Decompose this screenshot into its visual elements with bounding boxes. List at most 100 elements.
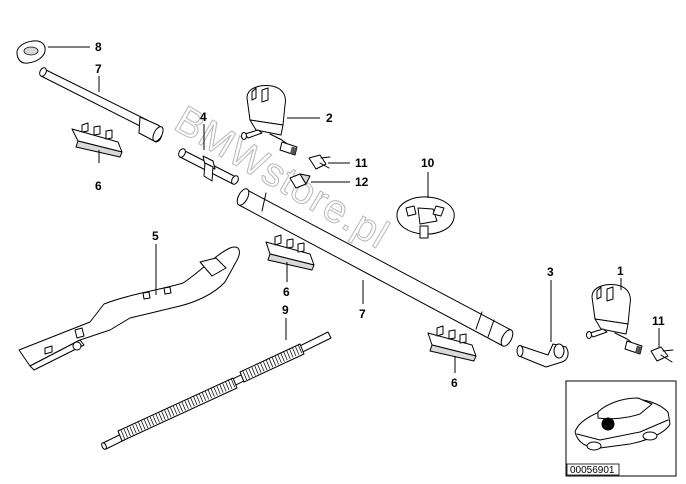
threaded-rod-part-9: [101, 331, 332, 450]
thread-mark: [201, 392, 207, 401]
thread-mark: [289, 348, 294, 358]
callout-2: 2: [326, 111, 333, 125]
thread-mark: [271, 357, 277, 366]
clip-part-6-middle: [265, 234, 315, 271]
callout-7-upper: 7: [95, 62, 102, 76]
thread-mark: [161, 411, 166, 420]
clip-part-6-lower: [427, 325, 477, 362]
thread-mark: [292, 347, 297, 357]
thread-mark: [204, 390, 210, 400]
callout-11-upper: 11: [355, 156, 368, 170]
hose-part-7-long: [236, 188, 514, 347]
thread-mark: [227, 380, 233, 389]
thread-mark: [175, 404, 181, 414]
callout-6-lower: 6: [451, 376, 458, 390]
rod-part-7-upper: [39, 67, 164, 143]
thread-mark: [146, 418, 152, 427]
thread-mark: [245, 369, 250, 379]
callout-12: 12: [355, 175, 369, 189]
thread-mark: [222, 382, 227, 392]
thread-mark: [196, 394, 201, 404]
thread-mark: [248, 368, 253, 378]
elbow-part-3: [516, 343, 569, 368]
thread-mark: [210, 388, 215, 397]
callout-3: 3: [547, 265, 554, 279]
thread-mark: [280, 353, 285, 362]
location-marker: [601, 417, 615, 431]
reference-number: 00056901: [570, 465, 615, 476]
thread-mark: [149, 416, 155, 426]
thread-mark: [158, 412, 163, 422]
thread-mark: [207, 389, 212, 399]
thread-mark: [184, 400, 189, 410]
thread-mark: [225, 381, 230, 391]
callout-6-middle: 6: [283, 285, 290, 299]
thread-mark: [152, 415, 157, 425]
thread-mark: [129, 426, 134, 435]
thread-mark: [190, 397, 195, 407]
thread-mark: [294, 346, 300, 355]
thread-mark: [123, 428, 128, 438]
thread-mark: [286, 350, 291, 359]
bracket-part-5: [18, 246, 240, 371]
thread-mark: [167, 408, 172, 418]
car-outline: [574, 397, 671, 451]
callouts: 8 7 6 4 2 11 12 10 5 6 9 7 6 3 1 11: [95, 40, 665, 390]
thread-mark: [141, 420, 146, 430]
thread-mark: [242, 371, 248, 380]
thread-mark: [263, 361, 268, 371]
grommet-part-8: [16, 40, 46, 64]
thread-mark: [126, 427, 131, 437]
thread-mark: [216, 385, 221, 395]
socket-part-11-lower: [650, 346, 674, 363]
thread-mark: [178, 403, 183, 412]
callout-5: 5: [152, 229, 159, 243]
thread-mark: [120, 430, 126, 439]
thread-mark: [117, 431, 123, 441]
thread-mark: [265, 360, 271, 369]
washer-pump-part-2: [241, 85, 298, 156]
thread-mark: [193, 396, 198, 406]
thread-mark: [138, 422, 143, 431]
thread-mark: [143, 419, 149, 429]
thread-mark: [230, 378, 236, 388]
callout-8: 8: [95, 40, 102, 54]
callout-4: 4: [200, 110, 207, 124]
rod-thread-marks: [117, 344, 303, 441]
thread-mark: [283, 351, 288, 361]
holder-part-10: [396, 196, 455, 239]
thread-mark: [277, 354, 282, 364]
thread-mark: [187, 399, 192, 408]
leader-lines: [48, 46, 660, 373]
thread-mark: [132, 424, 137, 434]
thread-mark: [251, 367, 256, 376]
thread-mark: [135, 423, 140, 433]
callout-6-upper: 6: [95, 179, 102, 193]
thread-mark: [172, 405, 178, 415]
thread-mark: [260, 362, 265, 372]
callout-10: 10: [421, 156, 435, 170]
thread-mark: [254, 365, 259, 375]
callout-9: 9: [282, 303, 289, 317]
thread-mark: [155, 413, 160, 423]
thread-mark: [181, 401, 186, 411]
connector-part-4: [178, 148, 239, 185]
thread-mark: [257, 364, 262, 373]
callout-1: 1: [617, 264, 624, 278]
thread-mark: [297, 344, 303, 354]
thread-mark: [213, 386, 218, 396]
thread-mark: [268, 358, 274, 368]
vehicle-location-inset: 00056901: [565, 380, 677, 477]
thread-mark: [219, 384, 224, 393]
callout-11-lower: 11: [652, 314, 665, 328]
thread-mark: [164, 409, 169, 419]
thread-mark: [239, 372, 245, 382]
callout-7-lower: 7: [359, 307, 366, 321]
thread-mark: [198, 393, 204, 403]
clip-part-12: [289, 173, 311, 189]
washer-pump-part-1: [586, 284, 643, 355]
thread-mark: [274, 355, 279, 365]
clip-part-6-upper: [71, 122, 123, 158]
thread-mark: [170, 407, 175, 416]
